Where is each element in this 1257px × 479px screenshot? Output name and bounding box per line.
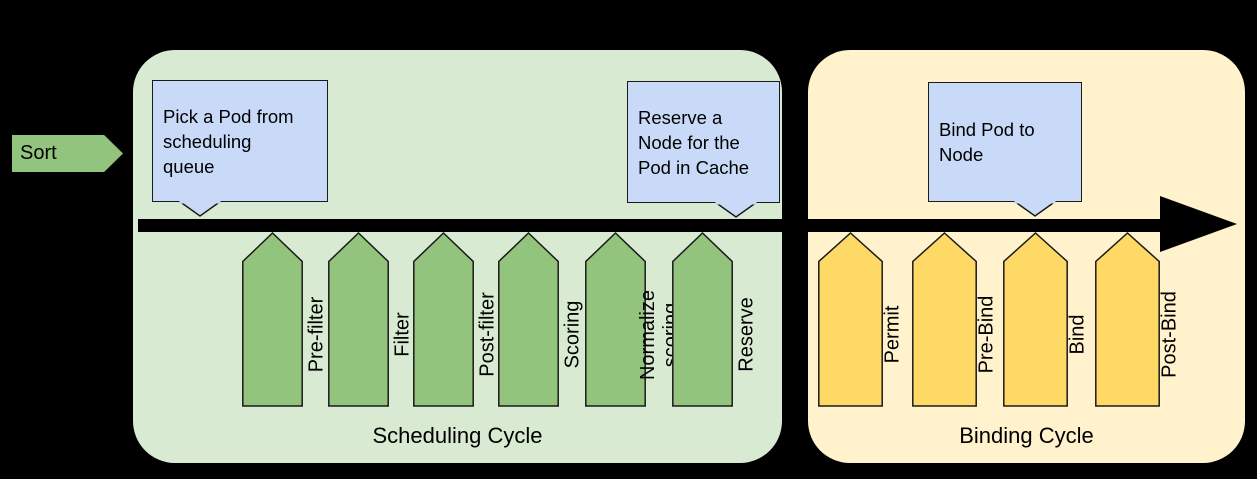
pentagon-arrow-icon xyxy=(1095,232,1160,407)
plugin-label-post-bind: Post-Bind xyxy=(1158,291,1181,378)
timeline-arrow-shaft xyxy=(138,219,1178,232)
callout-line: queue xyxy=(163,155,215,177)
pentagon-arrow-icon xyxy=(1003,232,1068,407)
plugin-label-post-filter: Post-filter xyxy=(476,292,499,377)
callout-pick-pod-tail xyxy=(178,201,222,217)
sort-step-label: Sort xyxy=(20,142,57,164)
callout-line: Node for the xyxy=(638,131,740,153)
pentagon-arrow-icon xyxy=(585,232,646,407)
plugin-arrow-post-filter: Post-filter xyxy=(413,232,499,407)
callout-line: Bind Pod to xyxy=(939,119,1035,140)
plugin-label-permit: Permit xyxy=(881,305,904,364)
plugin-arrow-filter: Filter xyxy=(328,232,414,407)
plugin-arrow-permit: Permit xyxy=(818,232,904,407)
callout-line: Node xyxy=(939,144,984,165)
plugin-arrow-normalize-scoring: Normalize scoring xyxy=(585,232,682,407)
plugin-label-filter: Filter xyxy=(391,312,414,357)
callout-pick-pod: Pick a Pod from scheduling queue xyxy=(152,80,328,202)
pentagon-arrow-icon xyxy=(498,232,559,407)
plugin-arrow-reserve: Reserve xyxy=(672,232,758,407)
plugin-arrow-pre-filter: Pre-filter xyxy=(242,232,328,407)
plugin-arrow-post-bind: Post-Bind xyxy=(1095,232,1181,407)
callout-reserve-node: Reserve a Node for the Pod in Cache xyxy=(627,81,780,203)
scheduling-cycle-label: Scheduling Cycle xyxy=(372,423,543,448)
plugin-label-bind: Bind xyxy=(1066,314,1089,355)
callout-reserve-node-tail xyxy=(714,202,758,218)
plugin-arrow-scoring: Scoring xyxy=(498,232,584,407)
callout-bind-pod: Bind Pod to Node xyxy=(928,82,1082,202)
callout-line: Reserve a xyxy=(638,106,723,128)
callout-line: scheduling xyxy=(163,130,252,152)
callout-line: Pick a Pod from xyxy=(163,105,294,127)
callout-line: Pod in Cache xyxy=(638,156,750,178)
plugin-label-reserve: Reserve xyxy=(735,297,758,372)
plugin-arrow-bind: Bind xyxy=(1003,232,1089,407)
pentagon-arrow-icon xyxy=(912,232,977,407)
plugin-label-scoring: Scoring xyxy=(561,300,584,369)
sort-step-arrow: Sort xyxy=(12,135,123,172)
pentagon-arrow-icon xyxy=(413,232,474,407)
plugin-label-pre-filter: Pre-filter xyxy=(305,296,328,373)
callout-bind-pod-tail xyxy=(1013,201,1057,217)
plugin-arrow-pre-bind: Pre-Bind xyxy=(912,232,998,407)
timeline-arrowhead-icon xyxy=(1160,196,1237,252)
binding-cycle-label: Binding Cycle xyxy=(959,423,1094,448)
plugin-label-pre-bind: Pre-Bind xyxy=(975,295,998,374)
pentagon-arrow-icon xyxy=(328,232,389,407)
pentagon-arrow-icon xyxy=(242,232,303,407)
pentagon-arrow-icon xyxy=(818,232,883,407)
pentagon-arrow-icon xyxy=(672,232,733,407)
